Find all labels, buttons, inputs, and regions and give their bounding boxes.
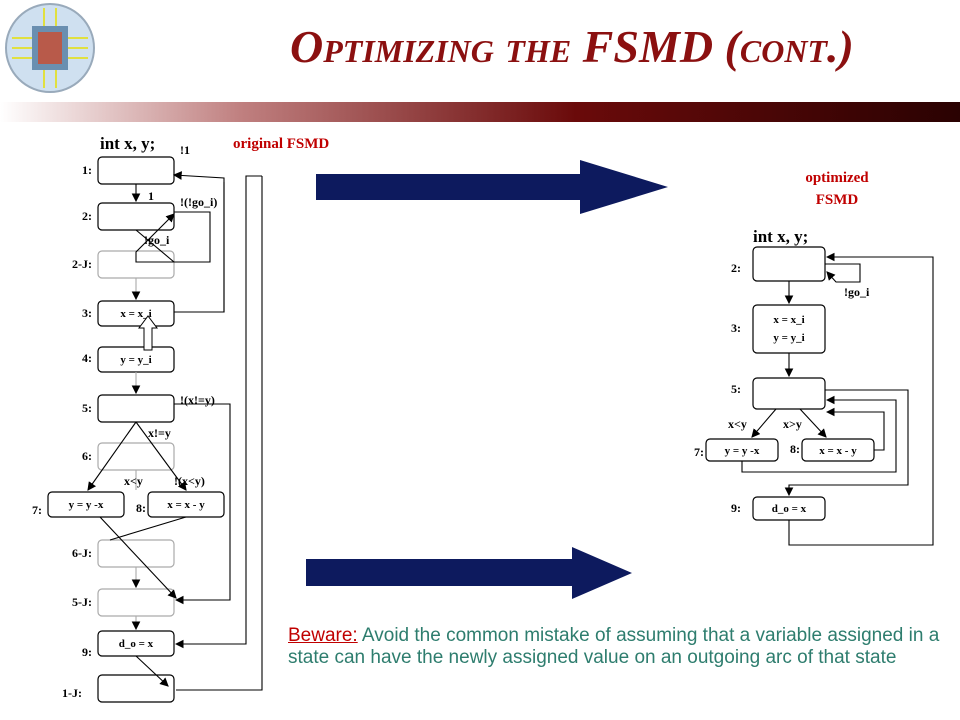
state-label: 9: [82,645,92,659]
state-action: y = y_i [773,332,804,344]
state-label: 9: [731,501,741,515]
left-caption: original FSMD [233,136,329,152]
state-action: y = y -x [725,445,760,457]
state-action: d_o = x [119,638,154,650]
arc-label: !(x!=y) [180,393,215,407]
transform-arrow-bottom [306,547,632,599]
state-label: 2-J: [72,257,92,271]
arc-label: x<y [728,417,747,431]
right-caption-line2: FSMD [816,192,859,208]
state-5j [97,588,175,617]
beware-note: Beware: Avoid the common mistake of assu… [288,625,948,669]
state-label: 5-J: [72,595,92,609]
beware-label: Beware: [288,625,358,646]
right-caption-line1: optimized [805,170,869,186]
state-label: 3: [82,306,92,320]
arc-label: !go_i [144,233,170,247]
state-label: 4: [82,351,92,365]
transform-arrow-top [316,160,668,214]
state-6j [97,539,175,568]
state-7 [47,491,125,518]
state-r5 [752,377,826,410]
state-label: 6-J: [72,546,92,560]
state-label: 7: [32,503,42,517]
state-action: x = x - y [819,445,857,457]
chip-logo-icon [5,3,95,93]
title-underline-bar [0,102,960,122]
state-action: y = y_i [120,354,151,366]
state-label: 1: [82,163,92,177]
state-label: 1-J: [62,686,82,700]
state-r3 [752,304,826,354]
right-declaration: int x, y; [753,227,808,246]
state-label: 7: [694,445,704,459]
state-3 [97,300,175,327]
state-6 [97,442,175,471]
arc-label: x<y [124,474,143,488]
state-label: 3: [731,321,741,335]
hollow-up-arrow-icon [138,315,158,351]
state-action: d_o = x [772,503,807,515]
arc-label: x>y [783,417,802,431]
state-label: 6: [82,449,92,463]
state-r2 [752,246,826,282]
state-label: 2: [731,261,741,275]
left-declaration: int x, y; [100,134,155,153]
state-action: x = x_i [773,314,804,326]
arc-label: !go_i [844,285,870,299]
state-action: y = y -x [69,499,104,511]
arc-label: 1 [148,189,154,203]
state-label: 8: [136,501,146,515]
state-action: x = x_i [120,308,151,320]
state-5 [97,394,175,423]
state-1 [97,156,175,185]
arc-label: !1 [180,143,190,157]
state-action: x = x - y [167,499,205,511]
state-label: 5: [731,382,741,396]
state-label: 2: [82,209,92,223]
slide-title: Optimizing the FSMD (cont.) [290,21,854,72]
arc-label: !(x<y) [174,474,205,488]
arc-label: x!=y [148,426,171,440]
state-label: 5: [82,401,92,415]
state-label: 8: [790,442,800,456]
state-1j [97,674,175,703]
beware-text: Avoid the common mistake of assuming tha… [288,625,940,668]
arc-label: !(!go_i) [180,195,217,209]
